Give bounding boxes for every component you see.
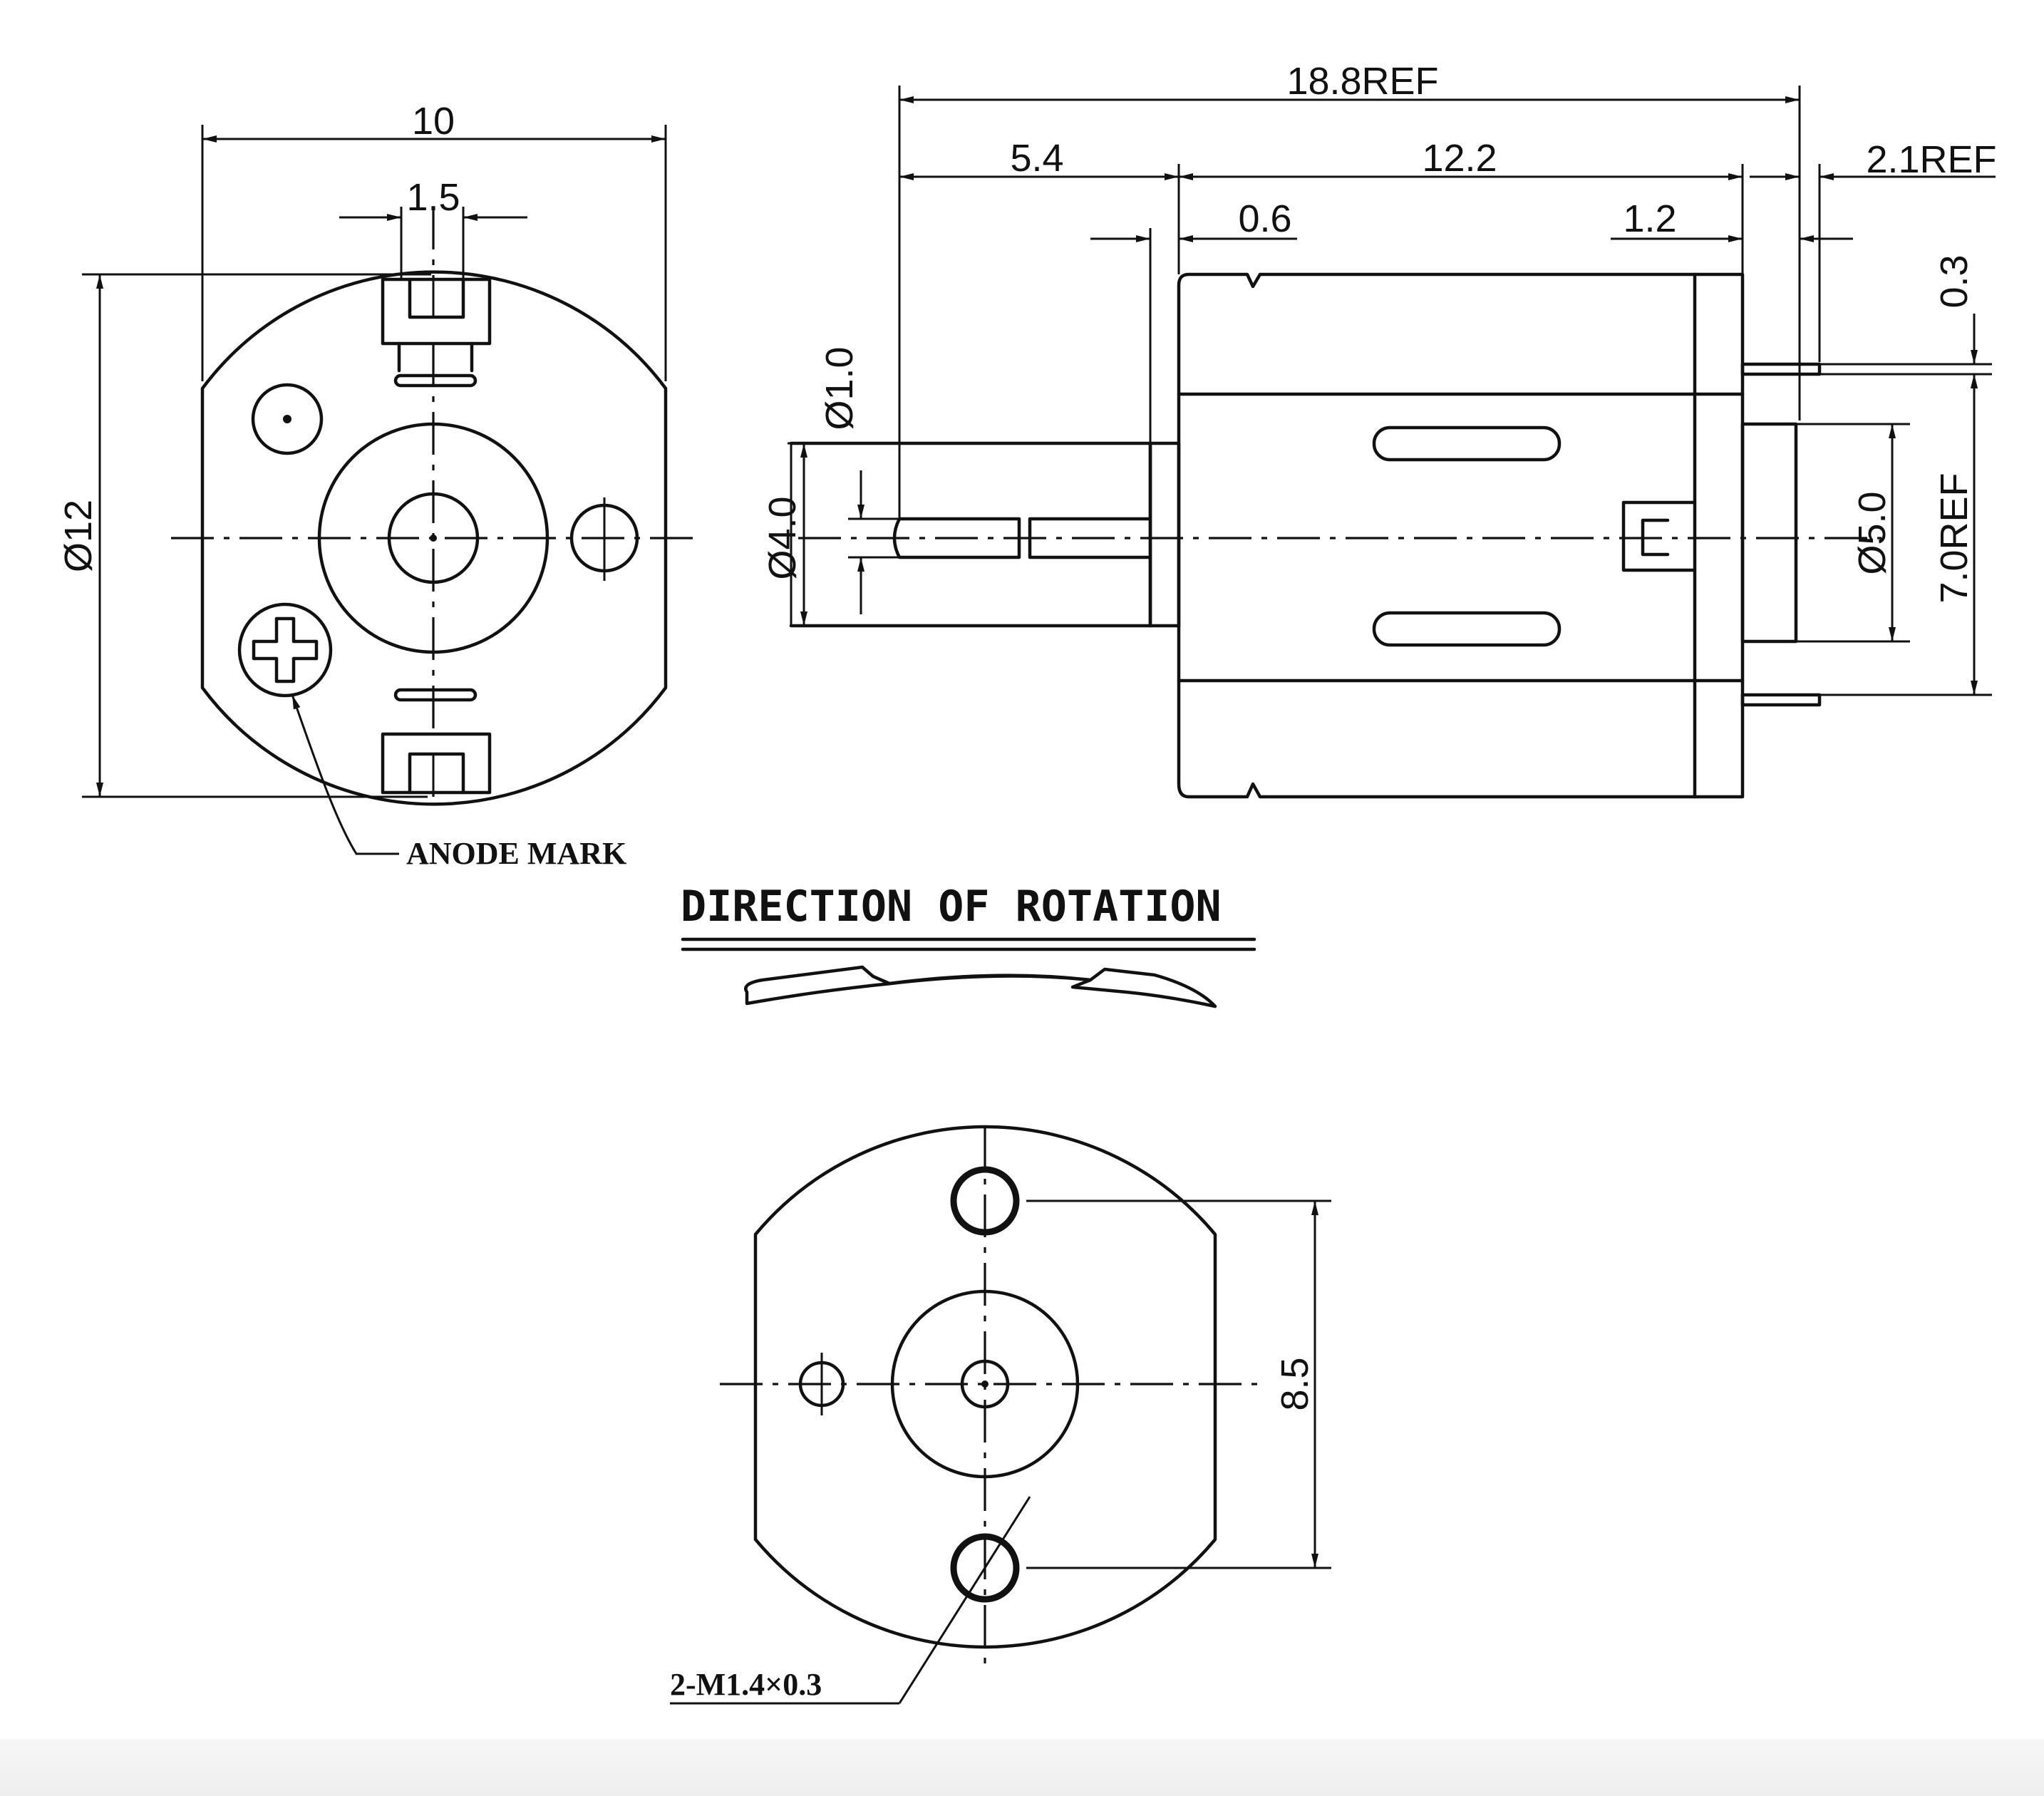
endcap-dim-label: 1.2	[1623, 197, 1676, 240]
terminal-span-label: 7.0REF	[1933, 473, 1976, 603]
front-vent-dot	[283, 415, 291, 423]
front-view: 10 1.5 Ø12 ANODE MARK	[57, 100, 702, 871]
rear-boss-dia-label: Ø5.0	[1851, 491, 1894, 574]
front-boss-outer	[317, 422, 549, 654]
mount-hole-top	[950, 1166, 1020, 1236]
rotation-arrow-icon	[744, 965, 1217, 1008]
end-ref-label: 2.1REF	[1866, 138, 1996, 181]
commutator-key	[1621, 500, 1697, 572]
rear-boss-outer	[890, 1289, 1080, 1479]
rotation-indicator: DIRECTION OF ROTATION	[681, 882, 1256, 1008]
shaft-length-label: 5.4	[1010, 137, 1063, 180]
flange	[1148, 441, 1181, 628]
boss-dia-label: Ø4.0	[761, 496, 804, 579]
front-boss-inner	[387, 492, 480, 584]
mount-hole-bottom	[950, 1533, 1020, 1603]
tab-dim-label: 1.5	[406, 176, 460, 219]
bottom-terminal	[381, 688, 492, 795]
shaft-dia-label: Ø1.0	[818, 346, 861, 430]
rear-terminal-bottom	[1740, 693, 1822, 707]
thread-label: 2-M1.4×0.3	[670, 1667, 822, 1702]
anode-leader	[291, 694, 399, 855]
top-terminal	[381, 277, 492, 388]
side-view: 18.8REF 5.4 12.2 2.1REF 0.6 1.2 0.3 7.0R…	[761, 60, 1997, 799]
rear-housing-outline	[753, 1125, 1217, 1649]
rotation-title: DIRECTION OF ROTATION	[681, 882, 1222, 931]
anode-mark-circle	[237, 602, 333, 698]
front-boss	[789, 441, 1152, 628]
anode-plus-icon	[252, 616, 319, 683]
front-center-dot	[430, 535, 437, 542]
rear-boss	[1740, 422, 1798, 644]
rear-boss-inner	[960, 1359, 1010, 1409]
anode-mark-label: ANODE MARK	[406, 836, 626, 871]
rear-center-dot	[981, 1380, 989, 1388]
flange-dim-label: 0.6	[1238, 197, 1291, 240]
front-vent-hole	[251, 383, 324, 455]
body-slot-top	[1372, 425, 1562, 462]
terminal-thickness-label: 0.3	[1933, 254, 1976, 308]
body-slot-bottom	[1372, 611, 1562, 647]
overall-length-label: 18.8REF	[1286, 60, 1438, 103]
width-dim-label: 10	[412, 100, 455, 143]
rear-view: 8.5 2-M1.4×0.3	[670, 1125, 1331, 1705]
bottom-bar	[0, 1739, 2044, 1796]
hole-spacing-label: 8.5	[1274, 1357, 1316, 1410]
body-length-label: 12.2	[1422, 137, 1497, 180]
motor-body	[1177, 272, 1745, 799]
diameter-dim-label: Ø12	[57, 500, 100, 572]
rear-terminal-top	[1740, 362, 1822, 376]
thread-leader	[898, 1496, 1031, 1704]
front-housing-outline	[200, 270, 668, 806]
